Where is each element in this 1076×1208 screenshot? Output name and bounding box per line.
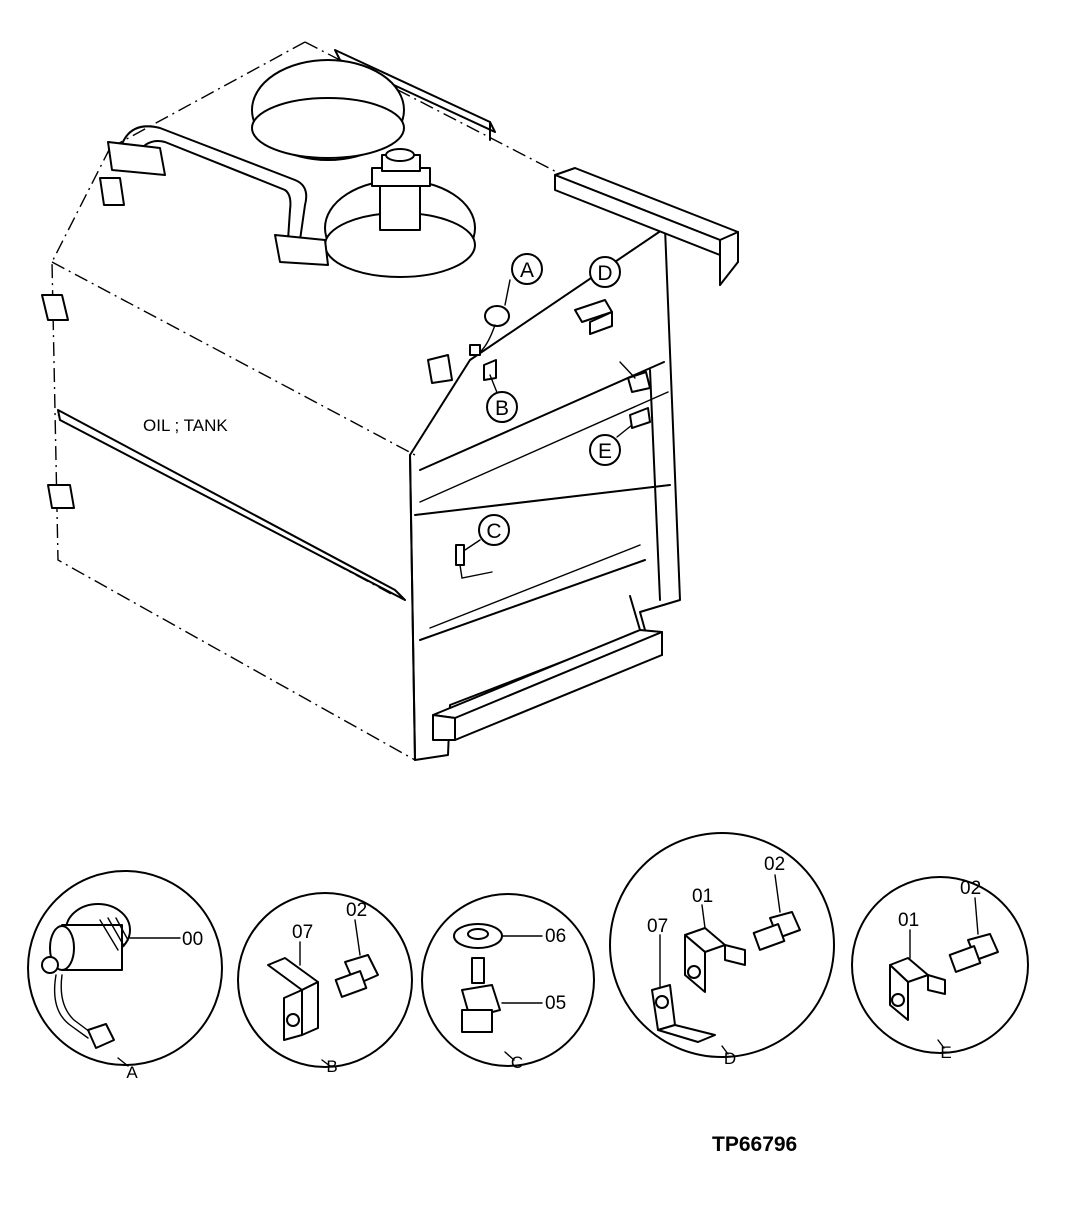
callout-c-label: C <box>486 520 501 543</box>
detail-c: 06 05 C <box>421 893 595 1072</box>
detail-a-part-00: 00 <box>182 929 203 950</box>
detail-c-part-06: 06 <box>545 926 566 947</box>
detail-e-part-01: 01 <box>898 910 919 931</box>
callout-a: A <box>511 253 543 285</box>
detail-a: 00 A <box>27 870 223 1082</box>
detail-d-caption: D <box>724 1049 736 1068</box>
detail-b-caption: B <box>326 1057 337 1076</box>
callout-a-label: A <box>520 259 534 282</box>
detail-b-part-02: 02 <box>346 900 367 921</box>
callout-e-label: E <box>598 440 612 463</box>
callout-c: C <box>478 514 510 546</box>
detail-b: 07 02 B <box>237 892 413 1076</box>
detail-c-caption: C <box>511 1053 523 1072</box>
detail-d-part-01: 01 <box>692 886 713 907</box>
callout-d: D <box>589 256 621 288</box>
callout-b: B <box>486 391 518 423</box>
oil-tank-drawing <box>41 41 739 761</box>
callout-e: E <box>589 434 621 466</box>
detail-e-caption: E <box>940 1043 951 1062</box>
detail-d-part-07: 07 <box>647 916 668 937</box>
detail-e-part-02: 02 <box>960 878 981 899</box>
detail-d-part-02: 02 <box>764 854 785 875</box>
tank-label: OIL ; TANK <box>143 416 228 435</box>
detail-b-part-07: 07 <box>292 922 313 943</box>
detail-e: 01 02 E <box>851 876 1029 1062</box>
detail-d: 07 01 02 D <box>609 832 835 1068</box>
callout-d-label: D <box>597 262 612 285</box>
callout-b-label: B <box>495 397 509 420</box>
detail-c-part-05: 05 <box>545 993 566 1014</box>
detail-a-caption: A <box>126 1063 138 1082</box>
figure-id: TP66796 <box>712 1133 797 1156</box>
